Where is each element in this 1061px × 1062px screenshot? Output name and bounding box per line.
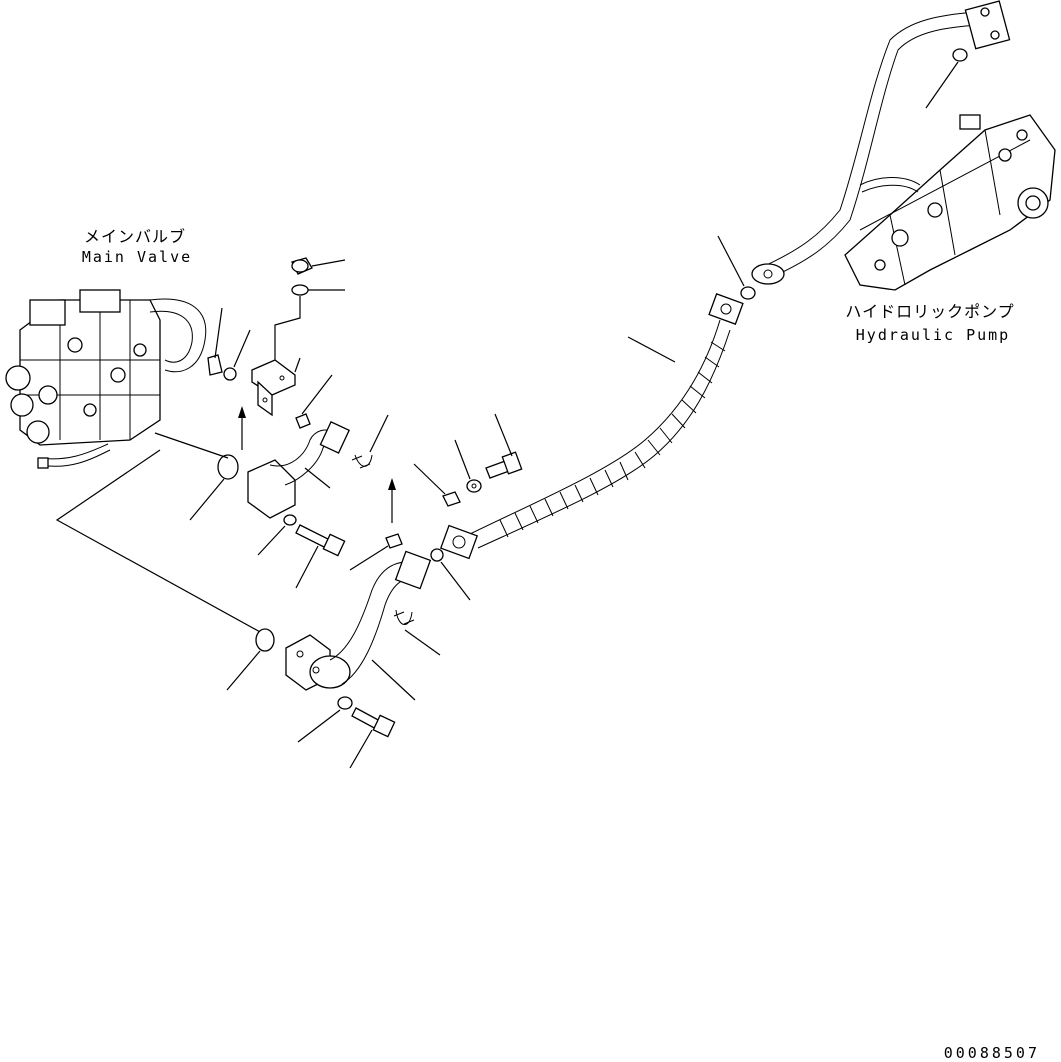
main-valve-label-en: Main Valve (82, 248, 192, 266)
drawing-code: 00088507 (944, 1044, 1040, 1062)
o-ring (217, 454, 239, 480)
washer (337, 696, 353, 710)
washer (283, 514, 297, 526)
clamp (442, 491, 461, 507)
o-ring (740, 286, 756, 300)
main-valve-assembly (5, 289, 207, 469)
tube-assembly-upper (751, 0, 1011, 285)
hydraulic-pump-assembly (844, 114, 1056, 291)
o-ring (430, 548, 444, 562)
u-bolt (351, 454, 373, 469)
spacer (207, 354, 223, 376)
pump-label-en: Hydraulic Pump (856, 326, 1010, 344)
washer (223, 367, 237, 381)
hose-with-spiral-guard (439, 293, 744, 560)
bolt (351, 707, 396, 738)
bracket (251, 359, 296, 417)
washer (291, 284, 309, 296)
washer (466, 479, 482, 493)
u-bolt (393, 609, 415, 625)
pump-label-jp: ハイドロリックポンプ (845, 302, 1014, 321)
bolt (295, 524, 346, 557)
tube-assembly (247, 421, 350, 519)
direction-arrow (238, 406, 246, 450)
main-valve-label-jp: メインバルブ (84, 227, 186, 246)
direction-arrow (388, 478, 396, 523)
tube-assembly-lower (285, 550, 432, 691)
clamp (295, 413, 311, 429)
nut (291, 257, 313, 275)
o-ring (255, 628, 275, 652)
bolt (485, 451, 523, 479)
o-ring (952, 48, 968, 62)
clamp (385, 533, 403, 549)
